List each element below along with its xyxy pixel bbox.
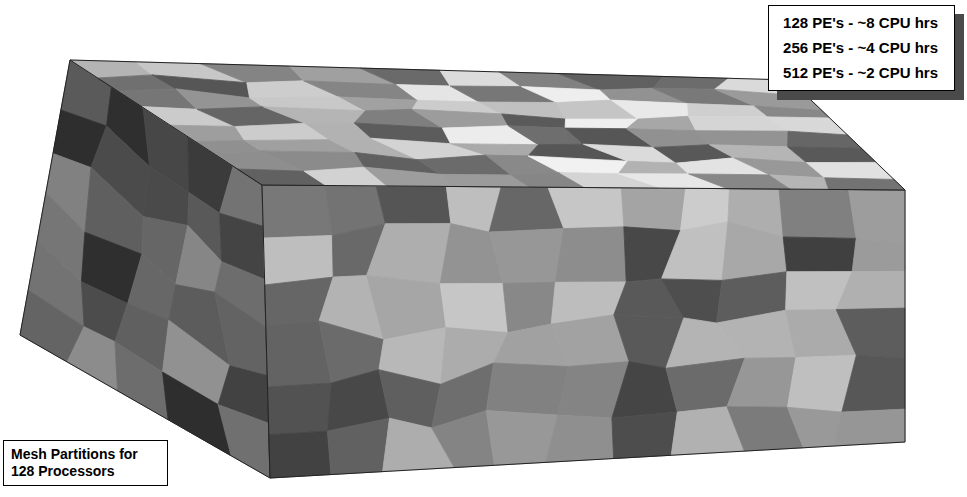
mesh-partition: [661, 279, 722, 323]
mesh-partition: [176, 226, 222, 293]
mesh-partition: [836, 271, 905, 309]
mesh-partition: [661, 222, 728, 281]
mesh-partition: [340, 97, 418, 111]
mesh-partition: [807, 162, 895, 179]
mesh-partition: [612, 412, 677, 458]
mesh-partition: [143, 167, 189, 226]
mesh-partition: [432, 411, 495, 468]
mesh-partition: [376, 186, 451, 224]
mesh-partition: [170, 125, 245, 141]
mesh-partition: [849, 190, 905, 243]
timing-line: 256 PE's - ~4 CPU hrs: [783, 39, 938, 57]
mesh-partition: [555, 227, 626, 282]
mesh-partition: [545, 415, 613, 462]
mesh-partition: [727, 358, 796, 408]
mesh-partition: [787, 407, 841, 448]
mesh-partition: [327, 418, 389, 474]
mesh-partition: [367, 224, 451, 284]
mesh-partition: [626, 116, 696, 130]
face-outline: [262, 185, 905, 478]
mesh-partition: [263, 235, 333, 285]
mesh-partition: [621, 188, 685, 231]
mesh-partition: [440, 283, 508, 332]
mesh-partition: [365, 167, 453, 186]
mesh-partition: [451, 144, 539, 156]
mesh-partition: [528, 156, 628, 174]
mesh-partition: [115, 342, 168, 420]
mesh-partition: [825, 178, 905, 190]
mesh-partition: [722, 222, 787, 281]
timing-box: 128 PE's - ~8 CPU hrs 256 PE's - ~4 CPU h…: [768, 5, 955, 91]
mesh-partition: [788, 131, 862, 148]
mesh-partition: [218, 405, 270, 478]
mesh-partition: [262, 185, 332, 238]
timing-line: 512 PE's - ~2 CPU hrs: [783, 64, 938, 82]
front-face: [262, 185, 905, 478]
mesh-partition: [268, 383, 332, 435]
mesh-partition: [176, 89, 263, 109]
mesh-partition: [67, 327, 117, 391]
mesh-partition: [842, 355, 905, 412]
mesh-partition: [412, 109, 508, 128]
mesh-partition: [783, 237, 856, 272]
mesh-partition: [565, 119, 638, 129]
mesh-partition: [688, 104, 769, 117]
caption-text: Mesh Partitions for 128 Processors: [11, 446, 159, 480]
timing-line: 128 PE's - ~8 CPU hrs: [783, 14, 938, 32]
mesh-partition: [852, 238, 905, 271]
mesh-partition: [269, 431, 331, 478]
mesh-partition: [263, 107, 365, 124]
mesh-partition: [834, 409, 905, 446]
mesh-partition: [489, 229, 564, 284]
mesh-partition: [836, 308, 905, 358]
mesh-partition: [717, 310, 796, 358]
mesh-partition: [548, 187, 624, 228]
mesh-partition: [486, 363, 568, 415]
mesh-partition: [611, 100, 688, 119]
mesh-partition: [521, 87, 611, 103]
caption-box: Mesh Partitions for 128 Processors: [3, 440, 168, 486]
mesh-partition: [779, 189, 856, 238]
mesh-partition: [770, 175, 829, 190]
